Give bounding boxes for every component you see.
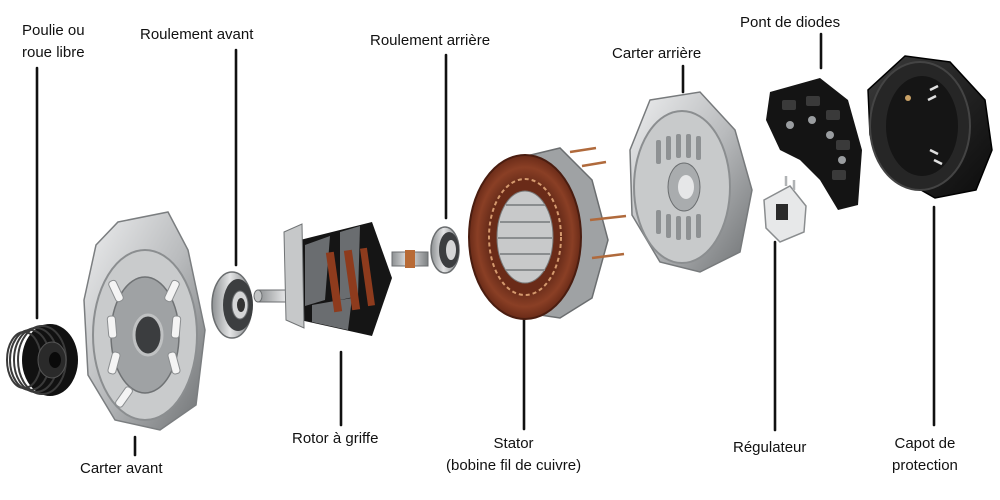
diode-bridge-icon [766, 78, 862, 210]
regulator-icon [763, 176, 807, 243]
label-capot: Capot de protection [892, 433, 958, 477]
label-roulement-arriere: Roulement arrière [370, 32, 491, 49]
label-poulie-line2: roue libre [22, 44, 85, 61]
bearing-icon [211, 271, 253, 339]
label-poulie-line1: Poulie ou [22, 22, 85, 39]
leader-lines [35, 32, 936, 457]
label-pont-diodes: Pont de diodes [740, 14, 841, 31]
label-poulie: Poulie ou roue libre [22, 20, 85, 64]
label-carter-avant: Carter avant [80, 460, 163, 477]
label-roulement-avant: Roulement avant [140, 26, 254, 43]
front-housing-icon [83, 211, 206, 431]
bearing-icon [430, 226, 460, 274]
label-carter-arriere: Carter arrière [612, 45, 702, 62]
label-stator: Stator (bobine fil de cuivre) [446, 433, 581, 477]
pulley-icon [6, 324, 78, 396]
label-capot-line1: Capot de [894, 435, 956, 452]
label-capot-line2: protection [892, 457, 958, 474]
rotor-icon [253, 222, 429, 336]
cover-icon [867, 55, 993, 199]
label-stator-line2: (bobine fil de cuivre) [446, 457, 582, 474]
rear-housing-icon [629, 91, 753, 273]
label-rotor: Rotor à griffe [292, 430, 379, 447]
label-regulateur: Régulateur [733, 439, 807, 456]
label-stator-line1: Stator [493, 435, 534, 452]
stator-icon [468, 146, 627, 320]
